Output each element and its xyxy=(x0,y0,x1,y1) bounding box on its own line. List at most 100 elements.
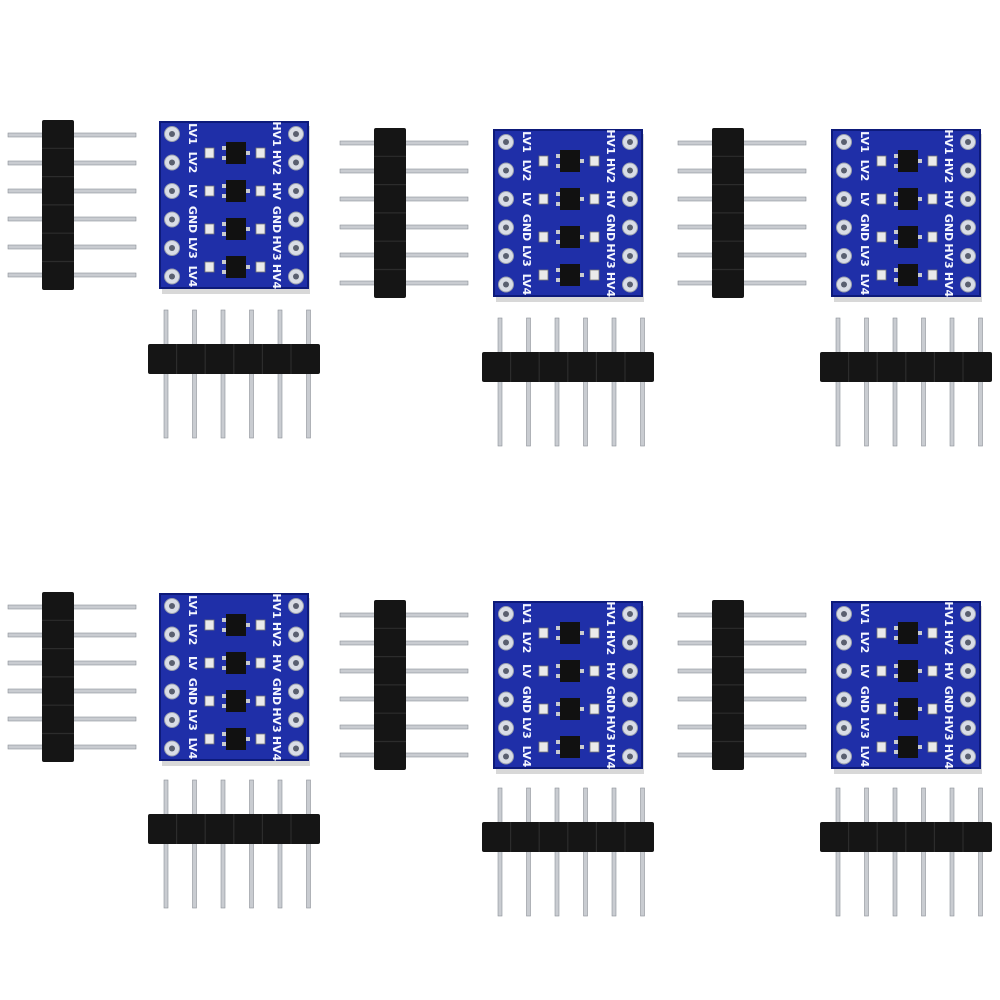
pad-hole xyxy=(627,167,633,174)
pin-header-horizontal xyxy=(820,787,992,917)
smd-resistor xyxy=(538,665,549,677)
pin-header-horizontal xyxy=(148,309,320,439)
chip-lead xyxy=(918,745,922,749)
pad-hole xyxy=(169,159,175,166)
chip-lead xyxy=(894,278,898,282)
right-pin-label: HV2 xyxy=(270,150,283,175)
chip-lead xyxy=(246,151,250,155)
pad-hole xyxy=(965,753,971,760)
chip-lead xyxy=(556,154,560,158)
chip-lead xyxy=(222,146,226,150)
chip-lead xyxy=(222,270,226,274)
right-pin-label: HV2 xyxy=(942,158,955,183)
right-pin-label: HV3 xyxy=(270,707,283,732)
left-pin-label: LV2 xyxy=(186,152,199,174)
chip-lead xyxy=(918,669,922,673)
smd-resistor xyxy=(927,155,938,167)
right-pin-label: HV1 xyxy=(270,121,283,146)
chip-lead xyxy=(556,702,560,706)
right-pin-label: HV2 xyxy=(270,622,283,647)
pin-header-vertical xyxy=(339,600,469,770)
pad-hole xyxy=(503,753,509,760)
mosfet-chip xyxy=(898,264,918,286)
smd-resistor xyxy=(876,627,887,639)
pad-hole xyxy=(293,717,299,723)
pad-hole xyxy=(841,253,847,259)
left-pin-label: LV1 xyxy=(520,131,533,153)
chip-lead xyxy=(580,197,584,201)
left-pin-label: LV2 xyxy=(186,624,199,646)
right-pin-label: HV xyxy=(270,654,283,672)
pad-hole xyxy=(965,668,971,674)
chip-lead xyxy=(894,664,898,668)
right-pin-label: HV1 xyxy=(604,129,617,154)
chip-lead xyxy=(246,227,250,231)
left-pin-label: LV3 xyxy=(520,717,533,739)
pad-hole xyxy=(627,696,633,703)
mosfet-chip xyxy=(898,150,918,172)
smd-resistor xyxy=(538,155,549,167)
right-pin-label: GND xyxy=(942,686,955,713)
smd-resistor xyxy=(204,619,215,631)
pad-hole xyxy=(169,273,175,280)
left-pin-label: LV xyxy=(858,664,871,678)
pad-hole xyxy=(169,660,175,666)
pad-hole xyxy=(841,753,847,760)
mosfet-chip xyxy=(898,188,918,210)
right-pin-label: HV2 xyxy=(942,630,955,655)
pin-header-horizontal xyxy=(482,317,654,447)
chip-lead xyxy=(580,235,584,239)
pad-hole xyxy=(293,660,299,666)
right-pin-label: HV4 xyxy=(270,736,283,762)
pad-hole xyxy=(169,131,175,137)
left-pin-label: LV4 xyxy=(520,746,533,768)
chip-lead xyxy=(894,740,898,744)
left-pin-label: LV4 xyxy=(186,738,199,760)
left-pin-label: GND xyxy=(858,686,871,713)
chip-lead xyxy=(894,674,898,678)
left-pin-label: LV2 xyxy=(858,632,871,654)
left-pin-label: LV3 xyxy=(858,245,871,267)
pad-hole xyxy=(503,167,509,174)
smd-resistor xyxy=(876,703,887,715)
pad-hole xyxy=(293,159,299,166)
chip-lead xyxy=(222,222,226,226)
chip-lead xyxy=(222,184,226,188)
smd-resistor xyxy=(589,665,600,677)
pad-hole xyxy=(293,188,299,194)
mosfet-chip xyxy=(226,180,246,202)
pad-hole xyxy=(841,639,847,646)
pad-hole xyxy=(169,216,175,223)
mosfet-chip xyxy=(560,660,580,682)
smd-resistor xyxy=(204,733,215,745)
chip-lead xyxy=(556,240,560,244)
left-pin-label: LV xyxy=(186,656,199,670)
right-pin-label: HV xyxy=(942,662,955,680)
pad-hole xyxy=(627,253,633,259)
pad-hole xyxy=(965,224,971,231)
left-pin-label: GND xyxy=(520,214,533,241)
smd-resistor xyxy=(876,665,887,677)
right-pin-label: GND xyxy=(270,206,283,233)
left-pin-label: LV3 xyxy=(186,237,199,259)
mosfet-chip xyxy=(226,728,246,750)
smd-resistor xyxy=(927,665,938,677)
smd-resistor xyxy=(538,269,549,281)
chip-lead xyxy=(222,628,226,632)
chip-lead xyxy=(222,704,226,708)
left-pin-label: LV4 xyxy=(858,274,871,296)
pad-hole xyxy=(169,188,175,194)
pad-hole xyxy=(965,196,971,202)
smd-resistor xyxy=(204,695,215,707)
smd-resistor xyxy=(927,231,938,243)
chip-lead xyxy=(556,164,560,168)
chip-lead xyxy=(246,661,250,665)
left-pin-label: LV2 xyxy=(520,160,533,182)
right-pin-label: HV4 xyxy=(604,744,617,770)
smd-resistor xyxy=(255,619,266,631)
smd-resistor xyxy=(589,193,600,205)
